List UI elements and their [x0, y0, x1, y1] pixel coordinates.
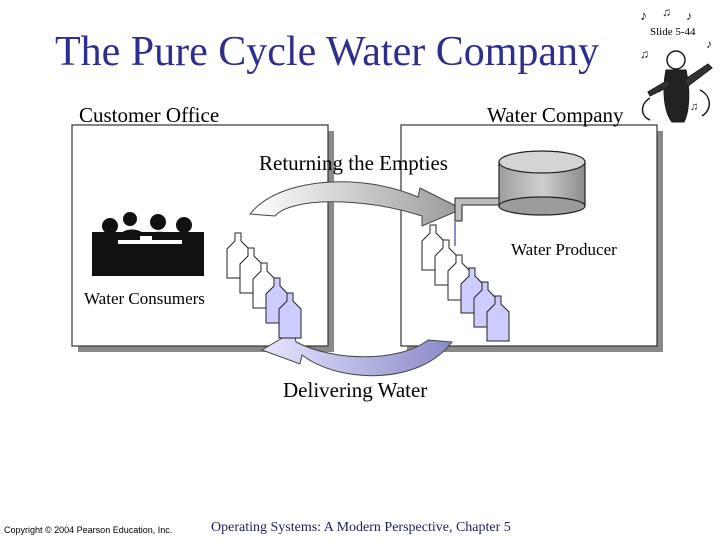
customer-bottles [226, 232, 302, 339]
copyright-footer: Copyright © 2004 Pearson Education, Inc. [4, 525, 173, 535]
svg-text:♪: ♪ [640, 9, 647, 24]
svg-text:♪: ♪ [706, 37, 712, 51]
course-footer: Operating Systems: A Modern Perspective,… [211, 520, 511, 535]
producer-bottles [421, 224, 510, 342]
slide-number: Slide 5-44 [650, 26, 696, 38]
water-company-label: Water Company [487, 103, 624, 127]
svg-text:♪: ♪ [658, 83, 664, 95]
full-bottle [278, 292, 302, 339]
consumers-silhouette [92, 212, 204, 276]
water-consumers-label: Water Consumers [84, 289, 205, 309]
water-producer-label: Water Producer [511, 240, 617, 260]
svg-text:♫: ♫ [640, 47, 649, 61]
musician-clipart-icon: ♪ ♫ ♪ ♫ ♪ ♪ ♫ [640, 5, 713, 123]
svg-text:♫: ♫ [662, 5, 671, 19]
delivering-arrow [260, 330, 453, 377]
customer-office-label: Customer Office [79, 103, 220, 127]
slide-title: The Pure Cycle Water Company [55, 29, 600, 75]
delivering-water-label: Delivering Water [283, 378, 428, 402]
svg-text:♪: ♪ [686, 9, 692, 23]
svg-text:♫: ♫ [690, 101, 698, 113]
returning-empties-label: Returning the Empties [259, 151, 448, 175]
water-tank [454, 150, 586, 246]
full-bottle [486, 295, 510, 342]
